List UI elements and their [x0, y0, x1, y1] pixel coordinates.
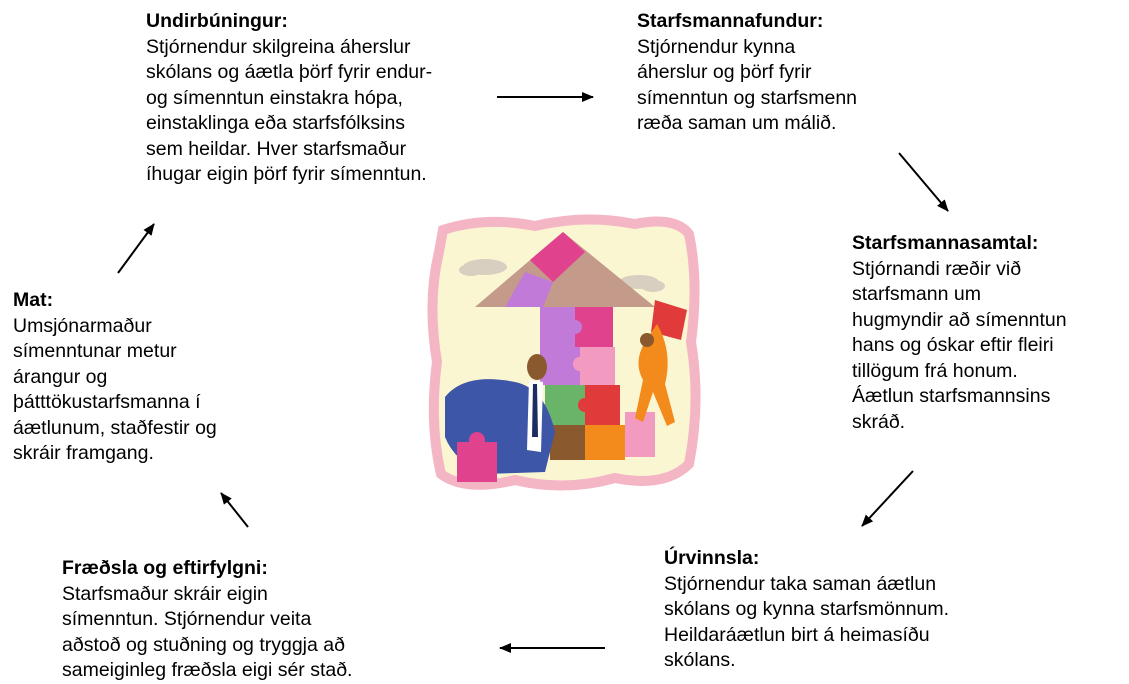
node-body: Stjórnandi ræðir við starfsmann um hugmy…	[852, 257, 1067, 433]
node-body: Umsjónarmaður símenntunar metur árangur …	[13, 314, 217, 465]
node-title: Úrvinnsla:	[664, 547, 760, 569]
arrow-starfsmannasamtal-to-urvinnsla	[861, 470, 914, 527]
node-title: Fræðsla og eftirfylgni:	[62, 557, 268, 579]
arrow-mat-to-undirbuningur	[117, 223, 155, 274]
arrow-fraedsla-to-mat	[220, 492, 249, 528]
node-title: Undirbúningur:	[146, 10, 288, 32]
node-urvinnsla: Úrvinnsla: Stjórnendur taka saman áætlun…	[664, 546, 1004, 674]
node-title: Starfsmannasamtal:	[852, 232, 1039, 254]
node-starfsmannasamtal: Starfsmannasamtal: Stjórnandi ræðir við …	[852, 231, 1124, 435]
puzzle-house-illustration	[427, 214, 701, 491]
node-body: Stjórnendur skilgreina áherslur skólans …	[146, 35, 433, 186]
node-body: Stjórnendur kynna áherslur og þörf fyrir…	[637, 35, 858, 135]
arrow-starfsmannafundur-to-starfsmannasamtal	[898, 152, 949, 212]
node-body: Stjórnendur taka saman áætlun skólans og…	[664, 572, 950, 672]
node-title: Starfsmannafundur:	[637, 10, 824, 32]
node-starfsmannafundur: Starfsmannafundur: Stjórnendur kynna áhe…	[637, 9, 917, 137]
node-undirbuningur: Undirbúningur: Stjórnendur skilgreina áh…	[146, 9, 506, 188]
node-body: Starfsmaður skráir eigin símenntun. Stjó…	[62, 582, 353, 682]
node-fraedsla: Fræðsla og eftirfylgni: Starfsmaður skrá…	[62, 556, 442, 684]
node-mat: Mat: Umsjónarmaður símenntunar metur ára…	[13, 288, 303, 467]
node-title: Mat:	[13, 289, 54, 311]
